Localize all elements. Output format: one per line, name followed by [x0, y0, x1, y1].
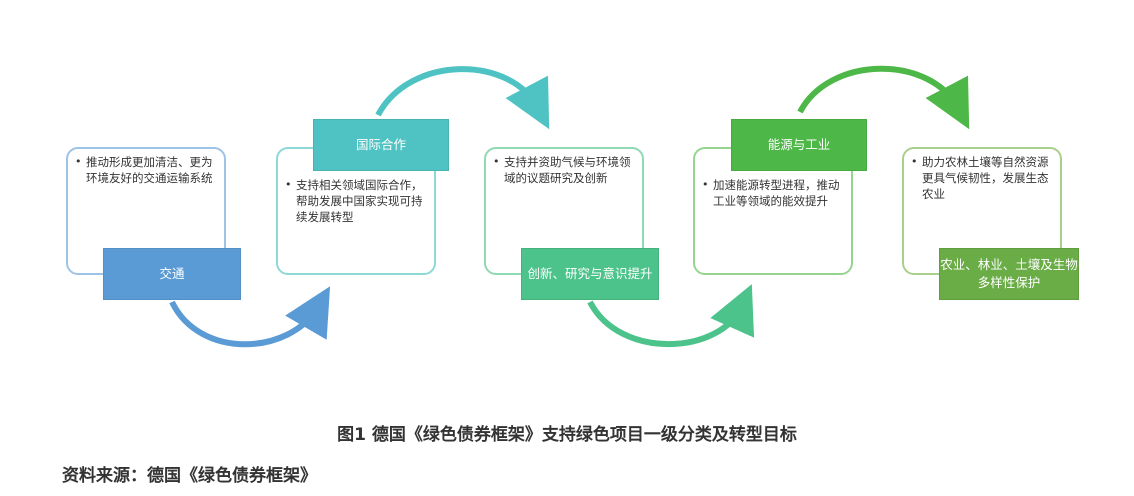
source-note: 资料来源：德国《绿色债券框架》 [62, 466, 317, 486]
curved-arrow-2 [375, 66, 550, 130]
bullet: • [285, 178, 292, 191]
stage-1-label: 交通 [103, 248, 241, 300]
stage-3-description: 支持并资助气候与环境领域的议题研究及创新 [504, 155, 631, 185]
bullet: • [911, 155, 918, 168]
transition-diagram [169, 65, 970, 348]
bullet: • [702, 178, 709, 191]
curved-arrow-4 [797, 65, 970, 130]
stage-2-description: 支持相关领域国际合作，帮助发展中国家实现可持续发展转型 [296, 178, 423, 224]
curved-arrow-1 [169, 286, 331, 348]
stage-2-label: 国际合作 [313, 119, 449, 171]
figure-caption: 图1 德国《绿色债券框架》支持绿色项目一级分类及转型目标 [337, 425, 797, 445]
curved-arrow-3 [587, 284, 755, 347]
stage-4-label: 能源与工业 [731, 119, 867, 171]
stage-5-label: 农业、林业、土壤及生物多样性保护 [939, 248, 1079, 300]
bullet: • [75, 155, 82, 168]
bullet: • [493, 155, 500, 168]
stage-3-label: 创新、研究与意识提升 [521, 248, 659, 300]
stage-4-description: 加速能源转型进程，推动工业等领域的能效提升 [713, 178, 840, 208]
stage-1-description: 推动形成更加清洁、更为环境友好的交通运输系统 [86, 155, 213, 185]
stage-5-description: 助力农林土壤等自然资源更具气候韧性，发展生态农业 [922, 155, 1049, 201]
